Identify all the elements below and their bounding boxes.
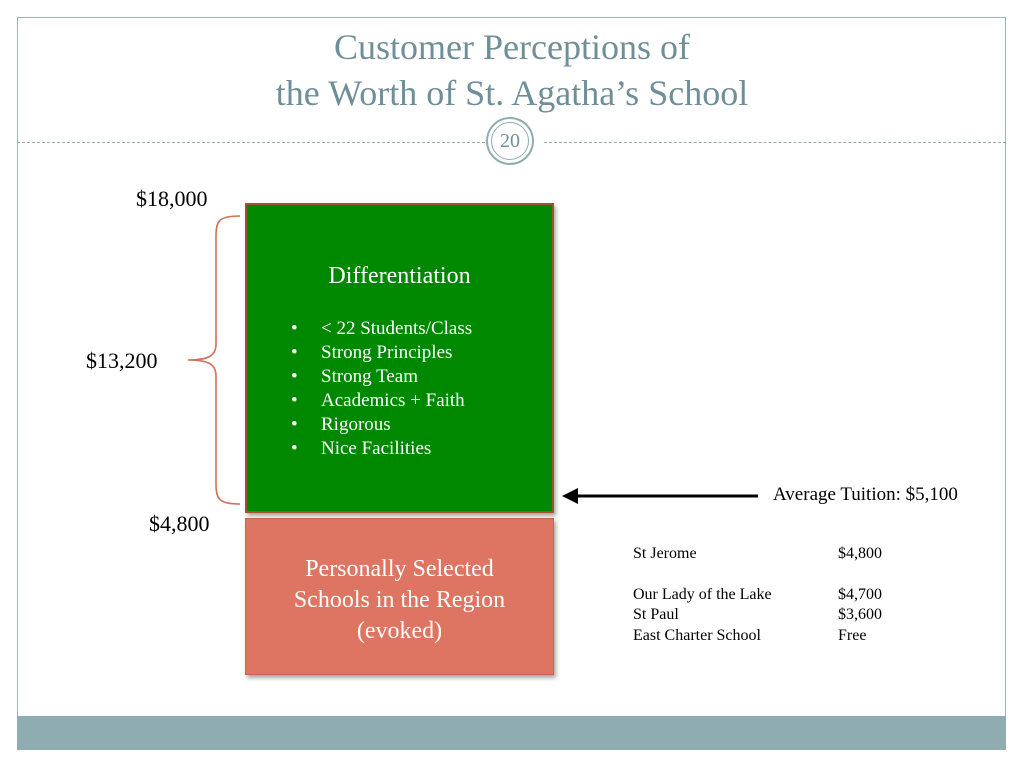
school-name — [633, 565, 838, 585]
slide-title-line-2: the Worth of St. Agatha’s School — [275, 73, 749, 113]
list-item: Strong Principles — [291, 341, 472, 365]
curly-brace-icon — [187, 215, 241, 505]
table-row: Our Lady of the Lake $4,700 — [633, 585, 882, 606]
school-price: Free — [838, 626, 867, 644]
footer-band — [17, 716, 1006, 750]
table-row: St Paul $3,600 — [633, 605, 882, 626]
list-item: Academics + Faith — [291, 389, 472, 413]
list-item: Nice Facilities — [291, 437, 472, 461]
evoked-set-line: Personally Selected — [305, 556, 494, 582]
list-item: Strong Team — [291, 365, 472, 389]
table-row: St Jerome $4,800 — [633, 544, 882, 565]
school-name: Our Lady of the Lake — [633, 585, 772, 603]
page-number-badge: 20 — [486, 117, 534, 165]
evoked-set-box: Personally Selected Schools in the Regio… — [245, 518, 554, 675]
page-number: 20 — [491, 122, 529, 160]
differentiation-heading: Differentiation — [328, 263, 471, 289]
school-price: $4,700 — [838, 585, 882, 603]
left-arrow-icon — [562, 488, 758, 504]
school-price: $4,800 — [838, 545, 882, 562]
slide-title-line-1: Customer Perceptions of — [334, 27, 690, 67]
school-name: St Jerome — [633, 545, 697, 562]
school-price: $3,600 — [838, 606, 882, 623]
title-divider-left — [17, 142, 485, 143]
price-label-top: $18,000 — [136, 186, 208, 211]
table-row-spacer — [633, 565, 882, 585]
list-item: Rigorous — [291, 413, 472, 437]
list-item: < 22 Students/Class — [291, 317, 472, 341]
title-divider-right — [544, 142, 1006, 143]
price-label-middle: $13,200 — [86, 348, 158, 373]
school-price — [838, 565, 882, 585]
differentiation-list: < 22 Students/Class Strong Principles St… — [291, 317, 472, 461]
differentiation-box: Differentiation < 22 Students/Class Stro… — [245, 203, 554, 513]
school-name: East Charter School — [633, 626, 761, 644]
price-label-bottom: $4,800 — [149, 511, 210, 536]
table-row: East Charter School Free — [633, 626, 882, 647]
evoked-set-line: Schools in the Region — [293, 587, 506, 613]
evoked-set-line: (evoked) — [356, 618, 443, 644]
average-tuition-label: Average Tuition: $5,100 — [773, 484, 958, 505]
school-name: St Paul — [633, 606, 679, 623]
school-price-table: St Jerome $4,800 Our Lady of the Lake $4… — [633, 544, 882, 646]
